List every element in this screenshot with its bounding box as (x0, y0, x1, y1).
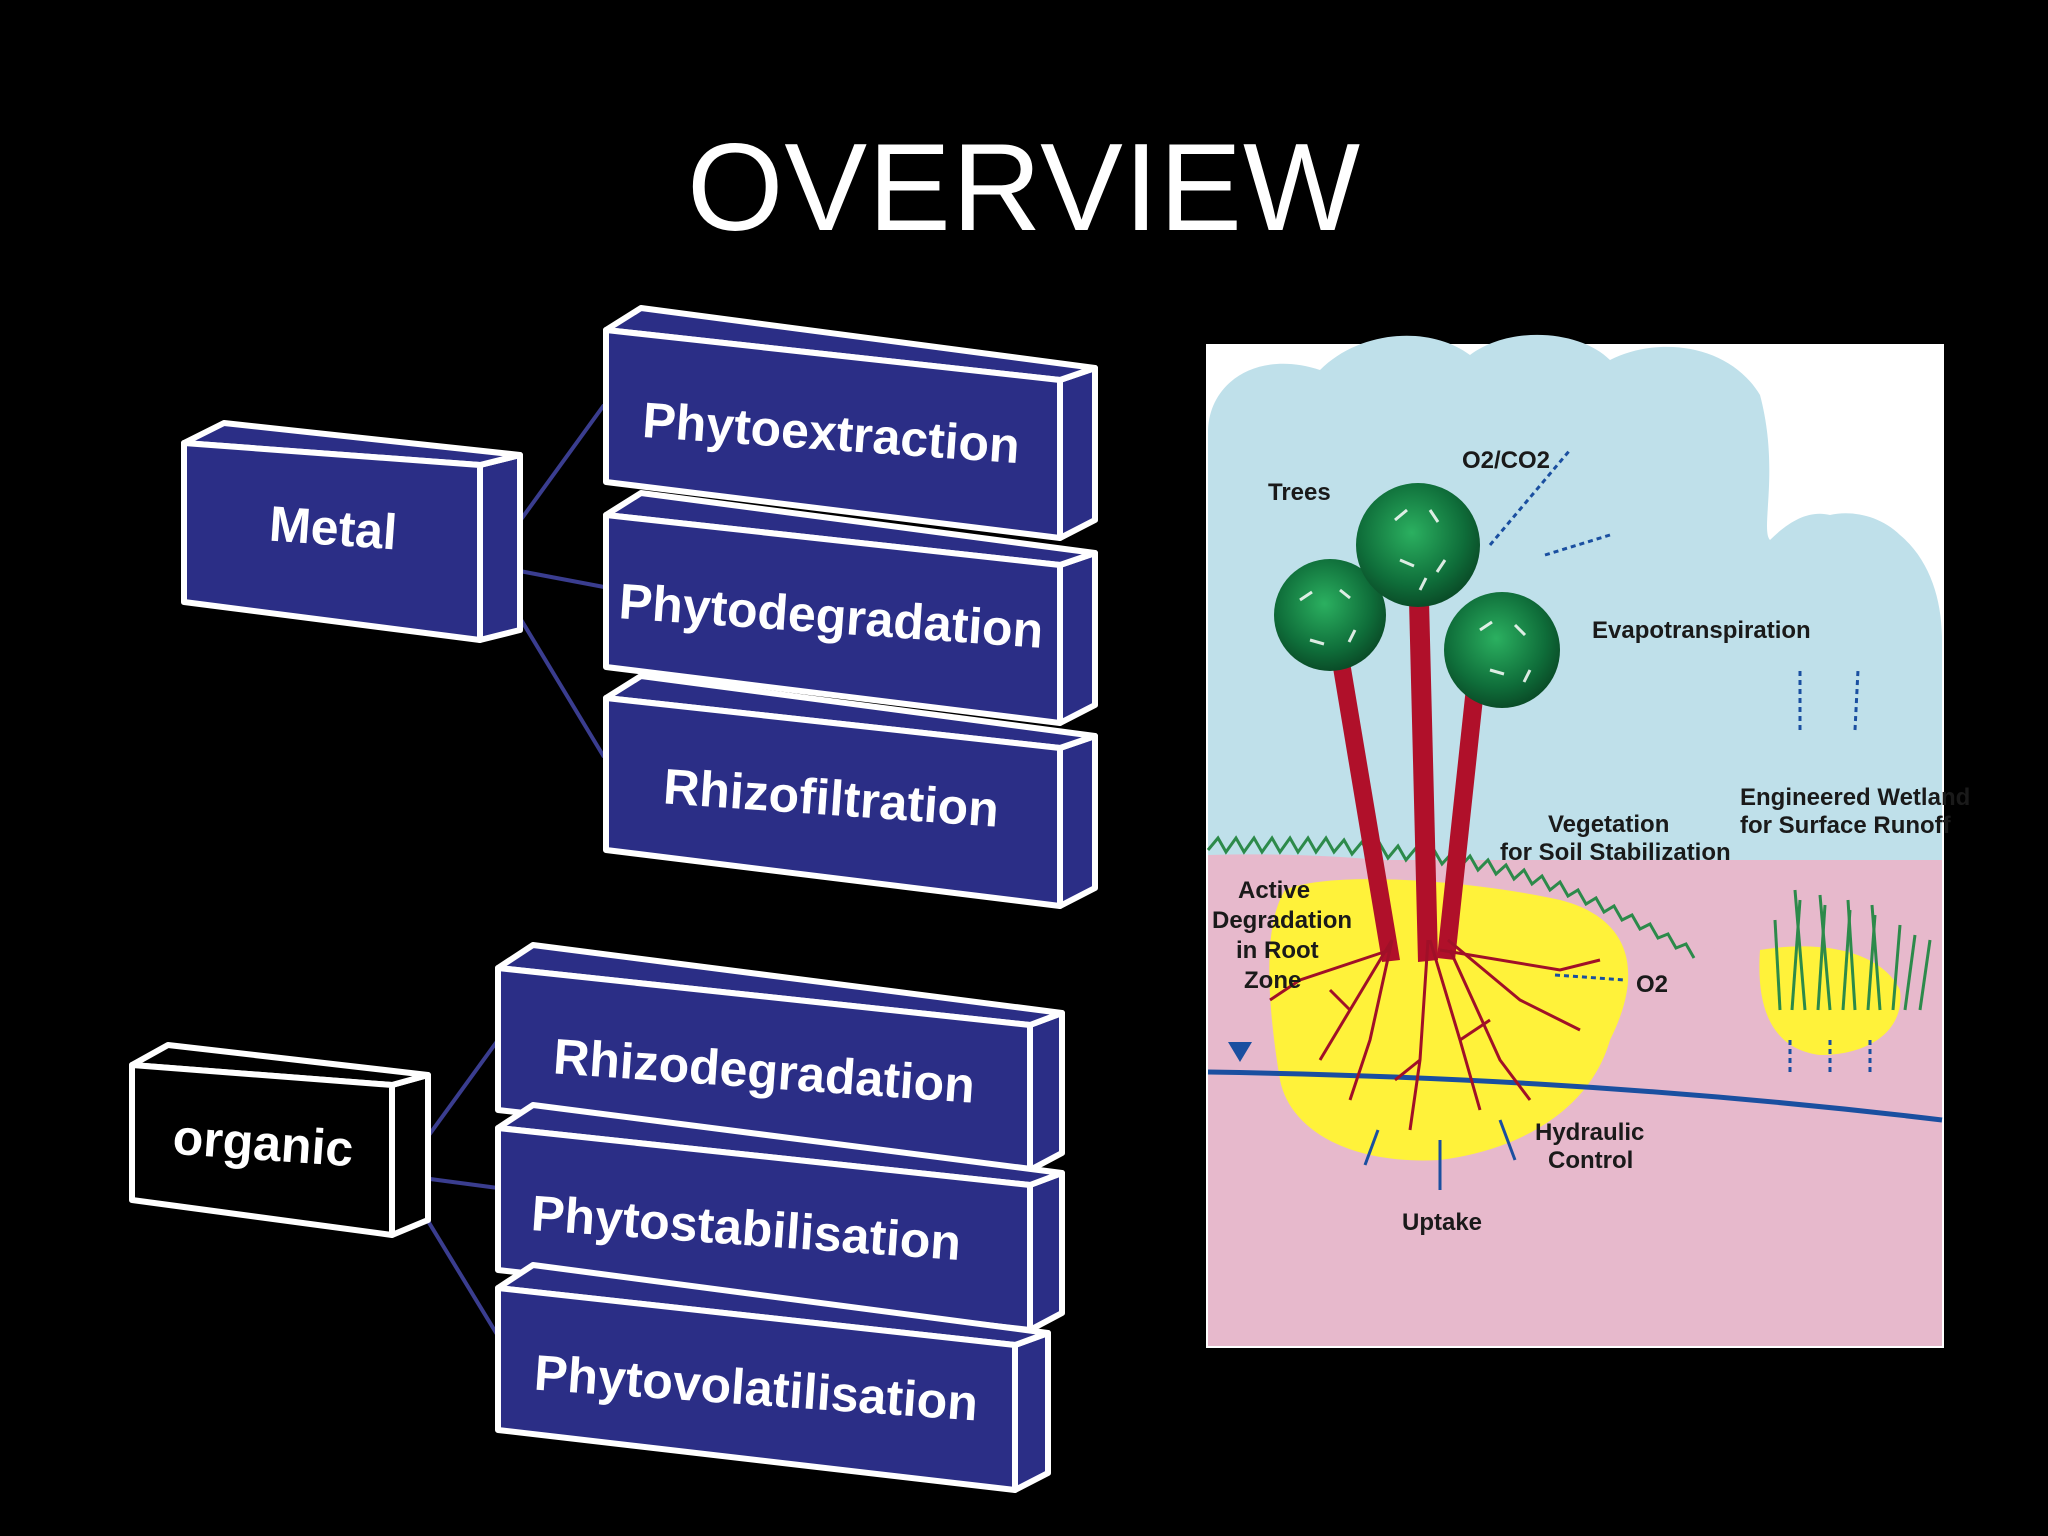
uptake-arrow (1363, 1129, 1380, 1166)
transpiration-arrow (1544, 533, 1611, 557)
label-hydraulic-line2: Control (1548, 1147, 1633, 1174)
tree-canopy (1274, 559, 1386, 671)
metal-group: Metal Phytoextraction Phytodegradation (181, 305, 1098, 909)
hydraulic-arrow (1498, 1119, 1517, 1161)
label-evapotranspiration: Evapotranspiration (1592, 617, 1811, 644)
slide-title: OVERVIEW (686, 119, 1362, 257)
label-trees: Trees (1268, 479, 1331, 506)
tree-canopy (1356, 483, 1480, 607)
water-table (1207, 1069, 1943, 1123)
label-active-line3: in Root (1236, 937, 1319, 964)
tree-canopy (1444, 592, 1560, 708)
water-table-marker (1228, 1042, 1252, 1062)
label-hydraulic-line1: Hydraulic (1535, 1119, 1644, 1146)
tree-trunks (1330, 560, 1488, 962)
organic-group: organic Rhizodegradation Phytostabilisat… (129, 942, 1065, 1493)
method-box-phytovolatilisation: Phytovolatilisation (495, 1262, 1051, 1493)
tree-canopies (1274, 483, 1560, 708)
category-label-organic: organic (171, 1109, 355, 1177)
label-vegetation-line1: Vegetation (1548, 811, 1669, 838)
evapotranspiration-arrow (1853, 669, 1860, 731)
label-wetland-line1: Engineered Wetland (1740, 784, 1970, 811)
label-oxygen: O2 (1636, 971, 1668, 998)
method-box-phytoextraction: Phytoextraction (603, 305, 1098, 541)
method-box-rhizofiltration: Rhizofiltration (603, 673, 1098, 909)
oxygen-arrow (1554, 973, 1626, 982)
label-active-line4: Zone (1244, 967, 1301, 994)
label-vegetation-line2: for Soil Stabilization (1500, 839, 1731, 866)
label-wetland-line2: for Surface Runoff (1740, 812, 1952, 839)
root-zone (1269, 879, 1629, 1161)
label-gas-exchange: O2/CO2 (1462, 447, 1550, 474)
wetland-reeds (1773, 889, 1932, 1011)
label-active-line1: Active (1238, 877, 1310, 904)
label-active-line2: Degradation (1212, 907, 1352, 934)
method-box-phytodegradation: Phytodegradation (603, 490, 1098, 726)
gas-exchange-arrow (1488, 449, 1572, 546)
label-uptake: Uptake (1402, 1209, 1482, 1236)
sky-cloud (1208, 334, 1942, 900)
category-box-organic: organic (129, 1042, 431, 1238)
tree-roots (1269, 938, 1601, 1131)
category-label-metal: Metal (267, 496, 398, 561)
category-box-metal: Metal (181, 420, 523, 643)
flow-arrows (1363, 449, 1872, 1190)
phytoremediation-illustration: Trees O2/CO2 Evapotranspiration Vegetati… (1206, 334, 1970, 1348)
